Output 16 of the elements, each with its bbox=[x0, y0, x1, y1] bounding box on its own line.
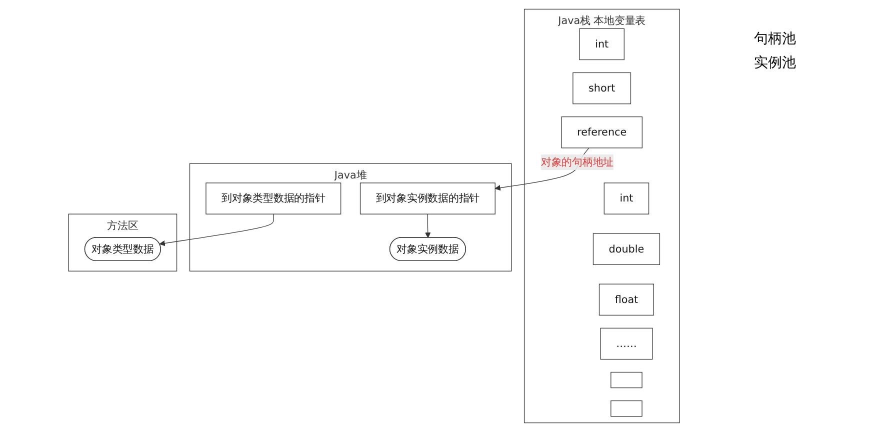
node-box: int bbox=[604, 182, 650, 214]
edge-label: 对象的句柄地址 bbox=[540, 156, 614, 168]
node-box: float bbox=[598, 284, 654, 316]
node-box bbox=[610, 372, 642, 388]
node-box: …… bbox=[600, 328, 653, 360]
node-box bbox=[610, 400, 642, 417]
section-heading: 句柄池 bbox=[754, 30, 797, 48]
arrow bbox=[425, 214, 431, 238]
node-box: int bbox=[579, 28, 624, 60]
node-box: short bbox=[572, 72, 632, 104]
node-box: 到对象类型数据的指针 bbox=[206, 182, 342, 214]
arrow bbox=[159, 214, 274, 246]
section-heading: 实例池 bbox=[754, 54, 797, 72]
node-box: double bbox=[592, 233, 660, 265]
node-box: 到对象实例数据的指针 bbox=[360, 182, 496, 214]
node-box: reference bbox=[561, 116, 642, 148]
